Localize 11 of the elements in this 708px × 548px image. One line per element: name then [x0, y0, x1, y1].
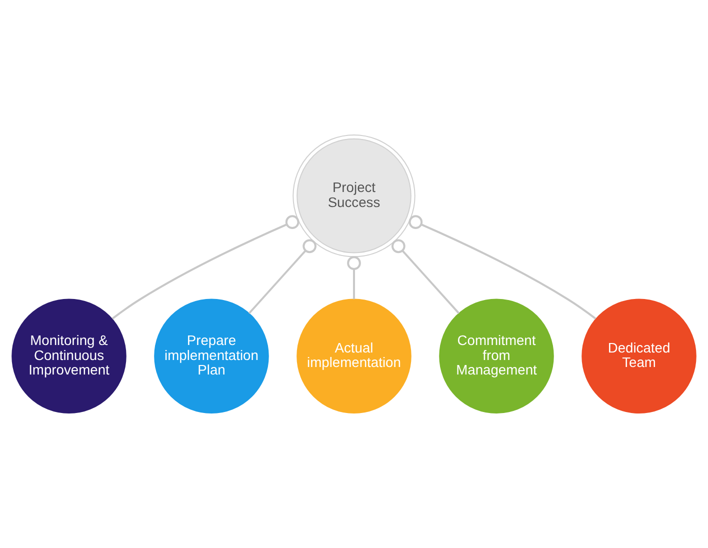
node-circle: Prepare implementation Plan	[154, 298, 269, 414]
connector	[347, 256, 361, 300]
connector	[392, 239, 460, 314]
node-circle: Project Success	[292, 134, 416, 258]
node-circle: Dedicated Team	[582, 298, 696, 414]
connector	[248, 239, 316, 314]
connector	[408, 215, 596, 320]
connector	[112, 215, 300, 320]
node-circle: Monitoring & Continuous Improvement	[12, 298, 126, 414]
node-circle: Commitment from Management	[439, 298, 554, 414]
node-circle: Actual implementation	[296, 298, 412, 414]
